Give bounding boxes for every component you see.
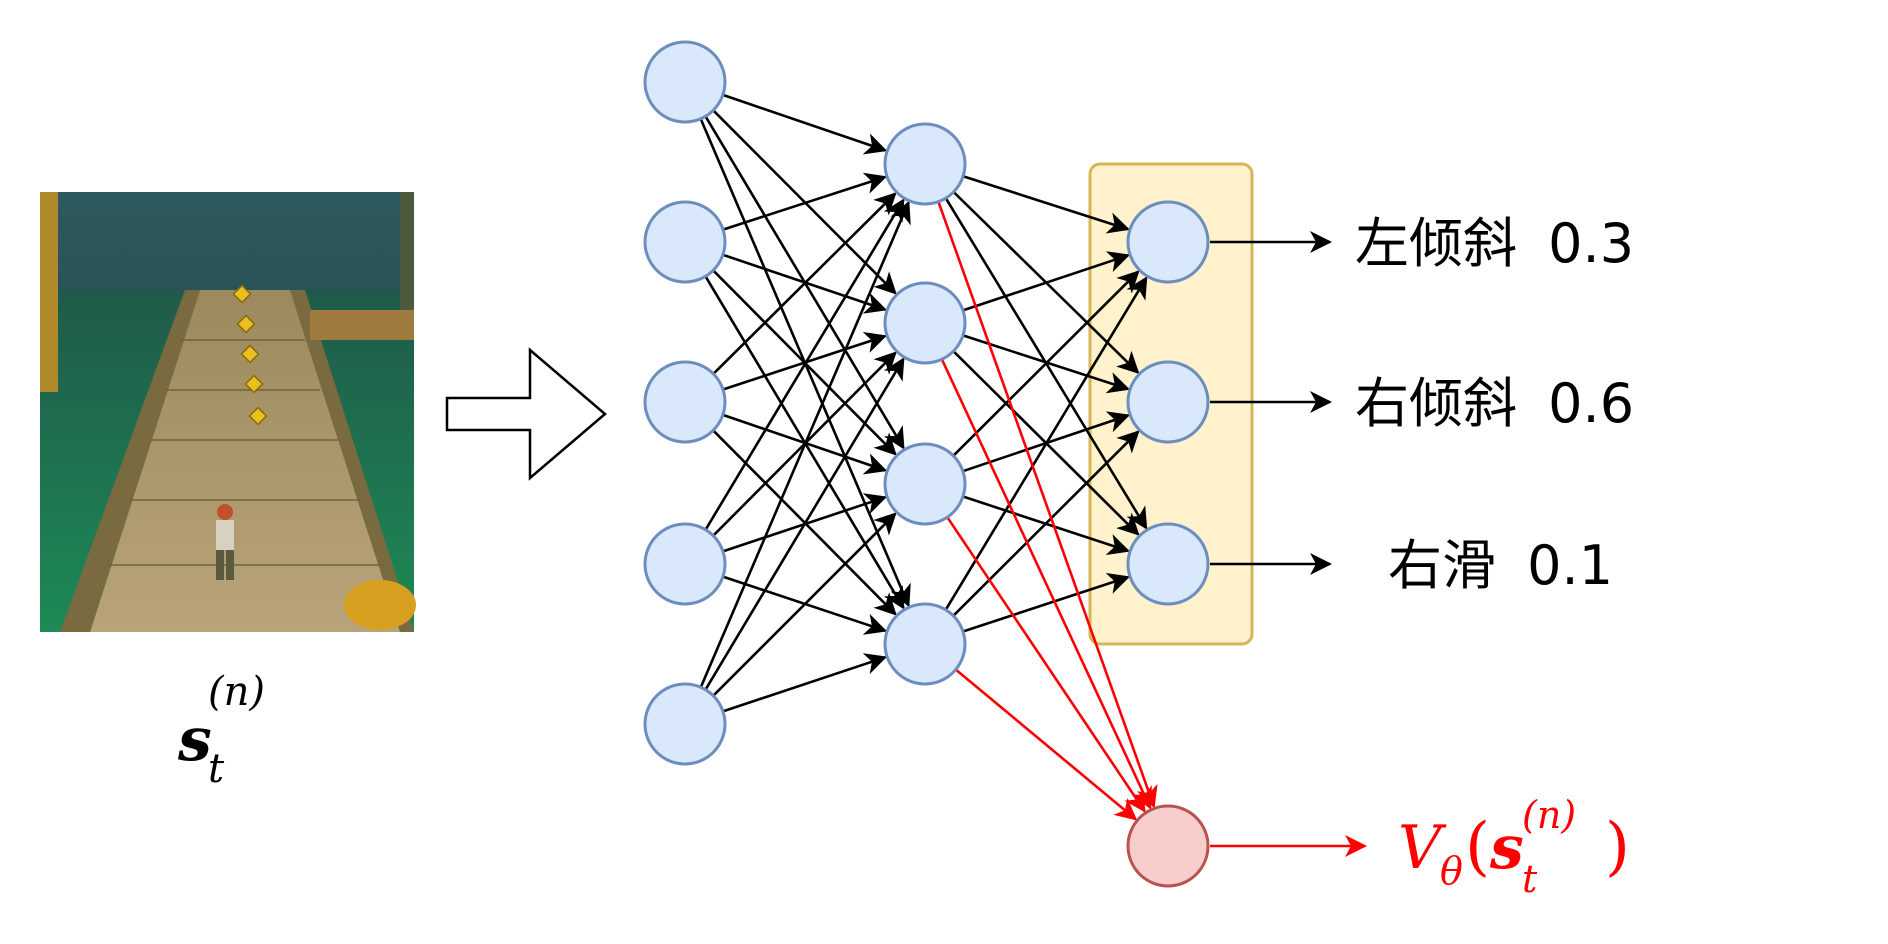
edge-input-1-hidden-1 [722, 93, 888, 155]
output-label-1: 左倾斜 0.3 [1355, 212, 1634, 275]
output-prob-3: 0.1 [1527, 534, 1613, 597]
output-action-2: 右倾斜 [1355, 372, 1517, 435]
value-state-base: s [1489, 813, 1524, 883]
state-label-base: s [177, 705, 212, 775]
input-node-1 [643, 40, 727, 124]
edge-hidden-3-policy-1 [952, 270, 1140, 457]
hidden-node-3 [883, 442, 967, 526]
input-node-4 [643, 522, 727, 606]
edges-layer [699, 93, 1158, 821]
state-label-sup: (n) [208, 669, 265, 715]
policy-output-node-3 [1126, 522, 1210, 606]
edge-input-5-hidden-1 [699, 200, 911, 688]
hidden-node-2 [883, 281, 967, 365]
value-fn-sub: θ [1440, 849, 1463, 893]
value-open-paren: ( [1465, 810, 1490, 884]
value-state-sub: t [1522, 857, 1538, 901]
output-prob-2: 0.6 [1548, 372, 1634, 435]
output-label-2: 右倾斜 0.6 [1355, 372, 1634, 435]
policy-output-node-2 [1126, 360, 1210, 444]
edge-hidden-4-policy-2 [952, 430, 1140, 617]
edge-input-4-hidden-1 [704, 198, 905, 531]
edge-input-5-hidden-3 [712, 512, 897, 697]
input-node-3 [643, 360, 727, 444]
output-prob-1: 0.3 [1548, 212, 1634, 275]
edge-hidden-4-policy-1 [944, 276, 1148, 611]
hidden-node-1 [883, 122, 967, 206]
input-node-5 [643, 682, 727, 766]
game-screenshot [40, 192, 416, 632]
value-output-node [1126, 804, 1210, 888]
edge-input-3-hidden-1 [712, 192, 897, 375]
edge-input-1-hidden-2 [712, 109, 897, 295]
value-label: V θ ( s t (n) ) [1398, 793, 1630, 901]
value-state-sup: (n) [1522, 793, 1576, 837]
edge-hidden-2-value [940, 358, 1152, 810]
output-action-3: 右滑 [1388, 534, 1496, 597]
value-close-paren: ) [1605, 810, 1630, 884]
edge-hidden-2-policy-1 [962, 251, 1131, 312]
edge-hidden-4-policy-3 [962, 572, 1130, 633]
edge-input-2-hidden-1 [722, 172, 888, 231]
state-label-sub: t [208, 746, 225, 792]
edge-hidden-1-value [937, 201, 1158, 809]
edge-input-5-hidden-2 [704, 357, 905, 691]
hidden-node-4 [883, 602, 967, 686]
policy-output-node-1 [1126, 200, 1210, 284]
output-action-1: 左倾斜 [1355, 212, 1517, 275]
output-label-3: 右滑 0.1 [1388, 534, 1613, 597]
edge-hidden-3-value [946, 516, 1146, 813]
edge-hidden-1-policy-1 [962, 174, 1130, 234]
value-fn: V [1398, 813, 1447, 883]
edge-input-3-hidden-2 [722, 331, 887, 391]
edge-input-5-hidden-4 [722, 653, 888, 713]
input-arrow [445, 347, 607, 481]
input-node-2 [643, 200, 727, 284]
edge-hidden-4-value [954, 668, 1138, 821]
nodes-layer [643, 40, 1210, 888]
